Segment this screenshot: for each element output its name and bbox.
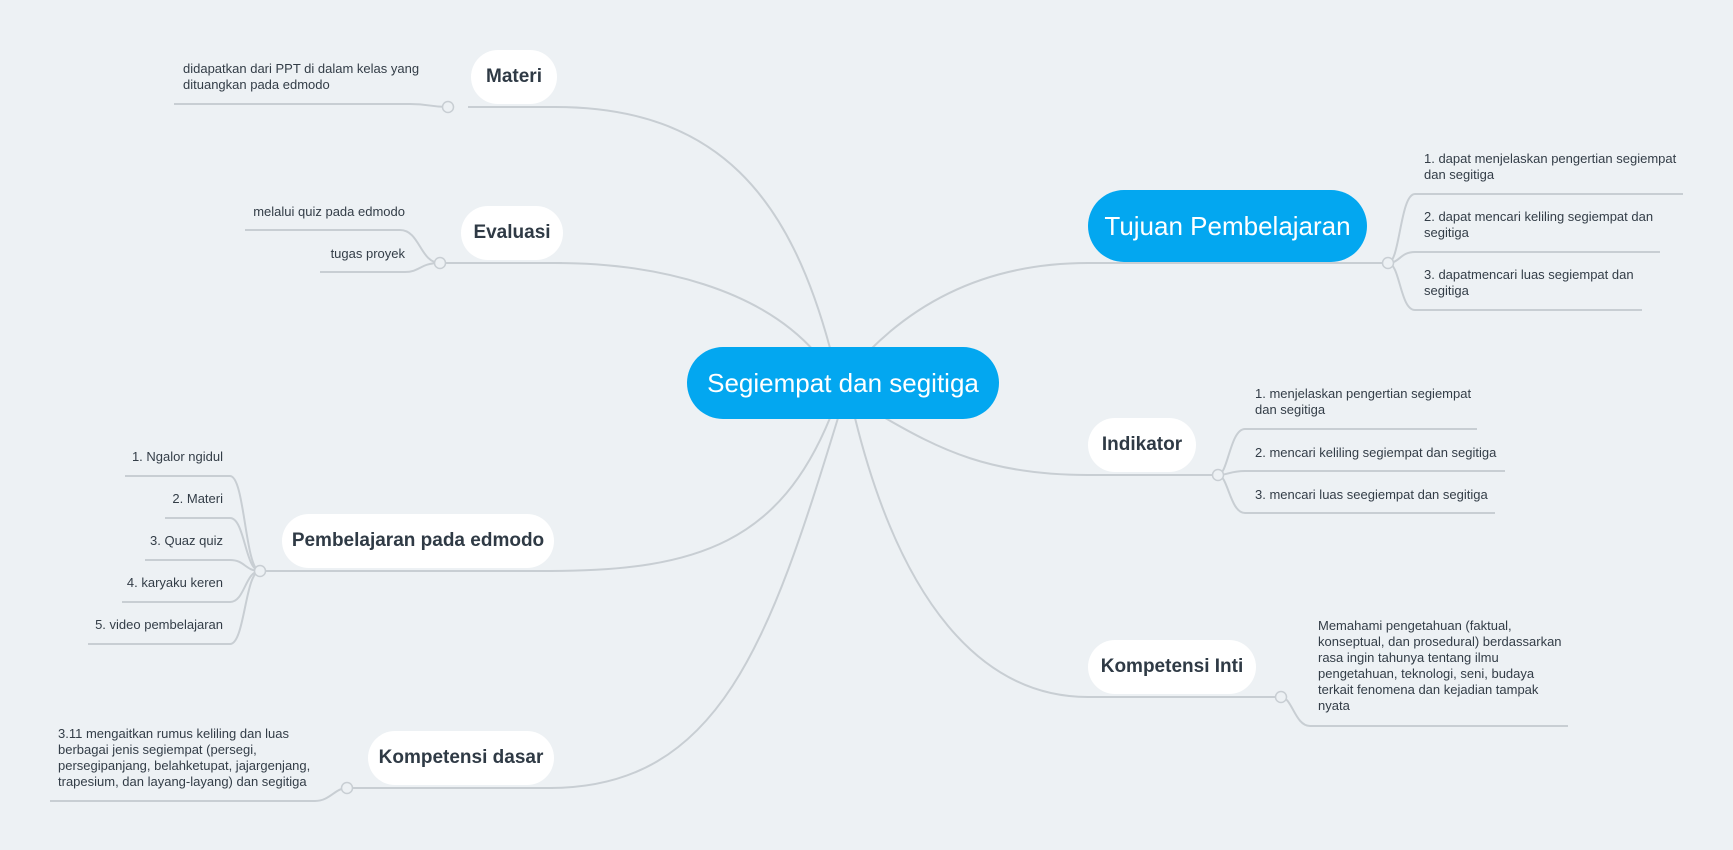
- collapse-toggle-indikator[interactable]: [1211, 468, 1225, 482]
- collapse-toggle-materi[interactable]: [441, 100, 455, 114]
- topic-pembelajaran-edmodo[interactable]: Pembelajaran pada edmodo: [282, 514, 554, 568]
- collapse-toggle-evaluasi[interactable]: [433, 256, 447, 270]
- topic-kompetensi-inti[interactable]: Kompetensi Inti: [1088, 640, 1256, 694]
- subtopic-indikator-3[interactable]: 3. mencari luas seegiempat dan segitiga: [1255, 487, 1488, 502]
- subtopic-edmodo-4[interactable]: 4. karyaku keren: [126, 575, 223, 590]
- link-ki: [854, 417, 1089, 698]
- subtopic-indikator-1[interactable]: 1. menjelaskan pengertian segiempat dan …: [1255, 386, 1472, 417]
- collapse-toggle-kd[interactable]: [340, 781, 354, 795]
- subtopic-evaluasi-1[interactable]: melalui quiz pada edmodo: [253, 204, 405, 219]
- link-evaluasi: [554, 262, 816, 353]
- subtopic-ki-1[interactable]: Memahami pengetahuan (faktual, konseptua…: [1318, 618, 1562, 713]
- topic-kompetensi-dasar[interactable]: Kompetensi dasar: [368, 731, 554, 785]
- subtopic-kd-1[interactable]: 3.11 mengaitkan rumus keliling dan luas …: [58, 726, 311, 789]
- link-kd: [549, 417, 839, 789]
- topic-indikator[interactable]: Indikator: [1088, 418, 1196, 472]
- subtopic-materi-1[interactable]: didapatkan dari PPT di dalam kelas yang …: [183, 61, 420, 92]
- topic-tujuan-pembelajaran[interactable]: Tujuan Pembelajaran: [1088, 190, 1367, 262]
- topic-materi[interactable]: Materi: [471, 50, 557, 104]
- link-tujuan: [869, 262, 1089, 351]
- link-indikator: [879, 414, 1089, 476]
- central-topic[interactable]: Segiempat dan segitiga: [687, 347, 999, 419]
- subtopic-tujuan-2[interactable]: 2. dapat mencari keliling segiempat dan …: [1424, 209, 1654, 240]
- subtopic-edmodo-5[interactable]: 5. video pembelajaran: [95, 617, 223, 632]
- subtopic-indikator-2[interactable]: 2. mencari keliling segiempat dan segiti…: [1255, 445, 1497, 460]
- collapse-toggle-edmodo[interactable]: [253, 564, 267, 578]
- subtopic-tujuan-1[interactable]: 1. dapat menjelaskan pengertian segiempa…: [1424, 151, 1677, 182]
- link-edmodo: [549, 417, 831, 572]
- subtopic-edmodo-1[interactable]: 1. Ngalor ngidul: [131, 449, 223, 464]
- subtopic-tujuan-3[interactable]: 3. dapatmencari luas segiempat dan segit…: [1424, 267, 1634, 298]
- subtopic-evaluasi-2[interactable]: tugas proyek: [330, 246, 405, 261]
- subtopic-edmodo-2[interactable]: 2. Materi: [172, 491, 223, 506]
- collapse-toggle-tujuan[interactable]: [1381, 256, 1395, 270]
- topic-evaluasi[interactable]: Evaluasi: [461, 206, 563, 260]
- subtopic-edmodo-3[interactable]: 3. Quaz quiz: [150, 533, 223, 548]
- link-materi: [554, 106, 831, 349]
- collapse-toggle-ki[interactable]: [1274, 690, 1288, 704]
